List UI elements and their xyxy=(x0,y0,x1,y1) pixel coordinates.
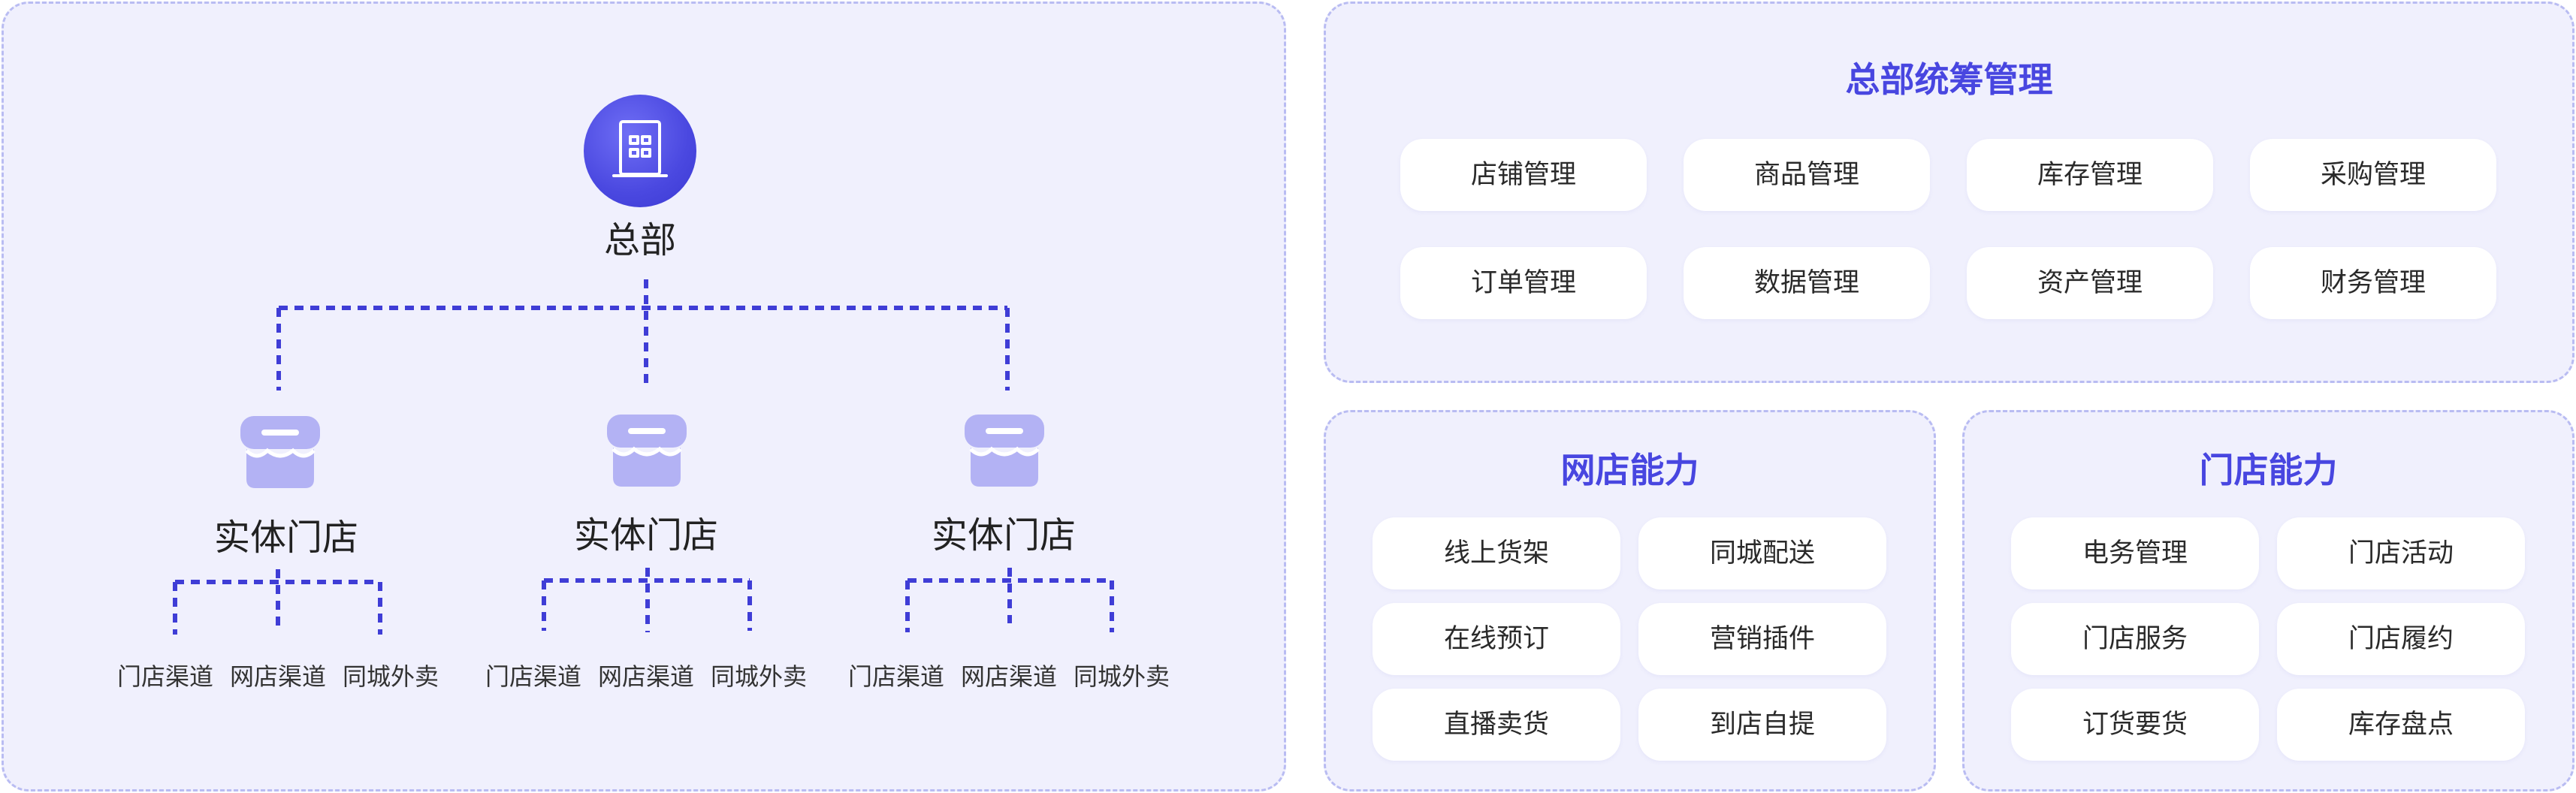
hq-item: 资产管理 xyxy=(1967,247,2213,319)
channel-label: 同城外卖 xyxy=(1073,662,1170,691)
store-item: 门店活动 xyxy=(2277,517,2525,589)
hq-item: 采购管理 xyxy=(2250,139,2496,211)
storefront-icon xyxy=(605,412,688,490)
online-capability-panel: 网店能力 线上货架 同城配送 在线预订 营销插件 直播卖货 到店自提 xyxy=(1324,410,1936,791)
channel-label: 门店渠道 xyxy=(485,662,581,691)
channel-label: 同城外卖 xyxy=(710,662,807,691)
store-label: 实体门店 xyxy=(213,517,358,559)
hq-item: 库存管理 xyxy=(1967,139,2213,211)
building-icon xyxy=(612,120,668,177)
store-label: 实体门店 xyxy=(931,514,1076,556)
store-item: 门店服务 xyxy=(2011,603,2259,675)
storefront-icon xyxy=(963,412,1046,490)
store-capability-title: 门店能力 xyxy=(2199,450,2338,490)
hq-node xyxy=(584,95,696,207)
channel-label: 网店渠道 xyxy=(597,662,694,691)
hq-management-title: 总部统筹管理 xyxy=(1845,59,2053,100)
hq-management-panel: 总部统筹管理 店铺管理 商品管理 库存管理 采购管理 订单管理 数据管理 资产管… xyxy=(1324,2,2574,383)
store-label: 实体门店 xyxy=(573,514,718,556)
online-item: 到店自提 xyxy=(1638,689,1886,761)
store-capability-panel: 门店能力 电务管理 门店活动 门店服务 门店履约 订货要货 库存盘点 xyxy=(1962,410,2574,791)
hq-label: 总部 xyxy=(603,219,676,261)
online-capability-title: 网店能力 xyxy=(1560,450,1699,490)
hq-item: 订单管理 xyxy=(1400,247,1647,319)
online-item: 同城配送 xyxy=(1638,517,1886,589)
hq-item: 商品管理 xyxy=(1684,139,1930,211)
hq-item: 数据管理 xyxy=(1684,247,1930,319)
channel-label: 门店渠道 xyxy=(116,662,213,691)
channel-label: 门店渠道 xyxy=(847,662,944,691)
hq-item: 财务管理 xyxy=(2250,247,2496,319)
channel-label: 网店渠道 xyxy=(960,662,1057,691)
online-item: 营销插件 xyxy=(1638,603,1886,675)
channel-label: 同城外卖 xyxy=(342,662,439,691)
store-item: 门店履约 xyxy=(2277,603,2525,675)
online-item: 线上货架 xyxy=(1373,517,1620,589)
online-item: 直播卖货 xyxy=(1373,689,1620,761)
hq-item: 店铺管理 xyxy=(1400,139,1647,211)
store-item: 库存盘点 xyxy=(2277,689,2525,761)
channel-label: 网店渠道 xyxy=(229,662,326,691)
store-item: 订货要货 xyxy=(2011,689,2259,761)
store-item: 电务管理 xyxy=(2011,517,2259,589)
storefront-icon xyxy=(239,413,322,491)
online-item: 在线预订 xyxy=(1373,603,1620,675)
connector-lines xyxy=(173,279,1114,635)
